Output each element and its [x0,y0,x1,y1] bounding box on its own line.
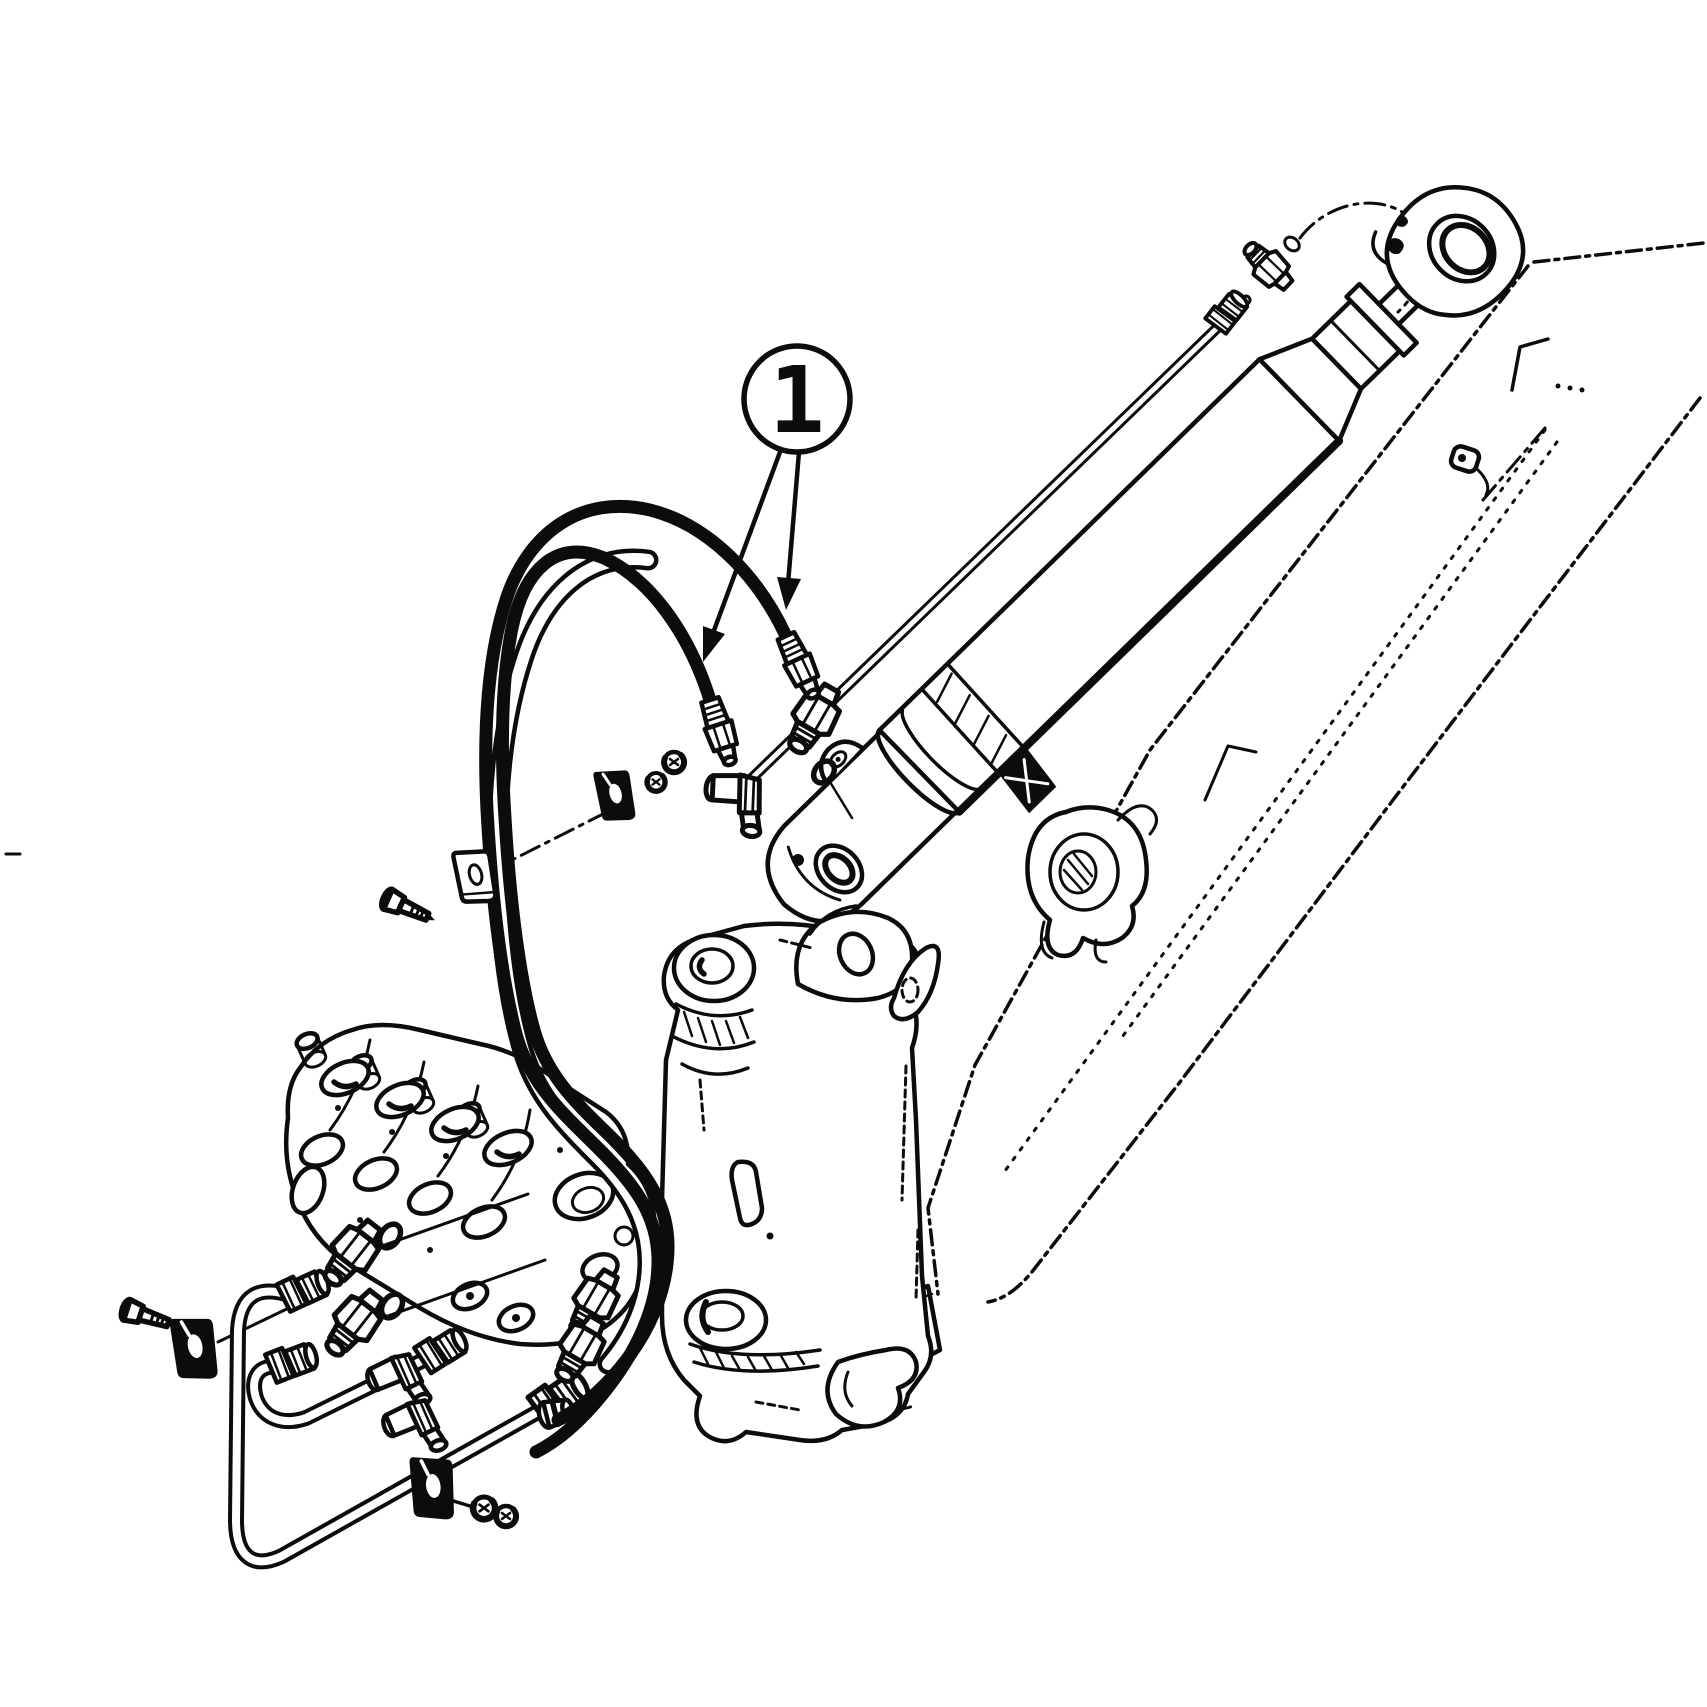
boom-top-edge [1532,241,1706,264]
clamp-nut-small [647,773,665,791]
boom-corner-mark [1510,337,1550,392]
cylinder-rod [1376,282,1421,327]
tube-b-nut-1 [265,1340,321,1384]
hose-1-end-fitting [773,630,827,703]
port-elbow-fitting [700,771,767,838]
nut-2 [496,1506,516,1526]
bracket-foot [825,1346,919,1429]
valve-top-ports [319,1058,534,1168]
cylinder-gland [1344,281,1419,358]
tube-assemblies [119,1192,628,1570]
bracket-top-boss [671,932,757,1004]
nut-1 [473,1497,495,1519]
callout-1: 1 [703,343,853,662]
callout-circle [741,343,853,455]
callout-leader-left [703,449,783,655]
callout-leader-right [784,449,802,599]
clamp-bolt-2 [119,1298,179,1336]
hose-1 [479,499,793,1459]
tube-o-ring [1283,235,1301,253]
valve-bottom-ports [450,1280,536,1334]
steel-tube-line [742,201,1427,788]
callout-arrowhead-left [703,626,725,662]
boom-dashdot [1481,426,1547,502]
cylinder-rod-eye [1371,185,1526,318]
o-ring-2 [377,1290,407,1322]
port-o-ring [810,758,838,786]
tube-adapter-fitting [1236,234,1299,297]
clamp-nut [664,752,684,772]
boom-cylinder [700,185,1526,924]
hydraulic-hose-group [379,499,827,1459]
barrel-top-edge [877,357,1262,733]
cylinder-strap [919,662,1057,814]
boom-centerline [1000,428,1547,1177]
callout-arrowhead-right [777,577,801,610]
clamp-plate-2 [164,1309,226,1387]
hose-2-end-fitting [697,696,745,769]
clamp-leader [510,810,609,862]
cylinder-barrel-fill [878,272,1428,814]
boom-right-edge [986,396,1702,1304]
bracket-slot [729,1159,765,1228]
callout-number: 1 [769,347,824,454]
elbow-fitting-2 [380,1396,448,1464]
boom-centerline-2 [1118,440,1559,1042]
boom-pivot-lug [1025,804,1158,964]
bracket-bottom-boss [683,1288,769,1352]
boom-clip-detail [1448,444,1490,497]
mounting-bracket-casting [659,904,941,1444]
clamp-bolt-1 [379,887,439,930]
boom-tick-detail [1203,744,1258,802]
